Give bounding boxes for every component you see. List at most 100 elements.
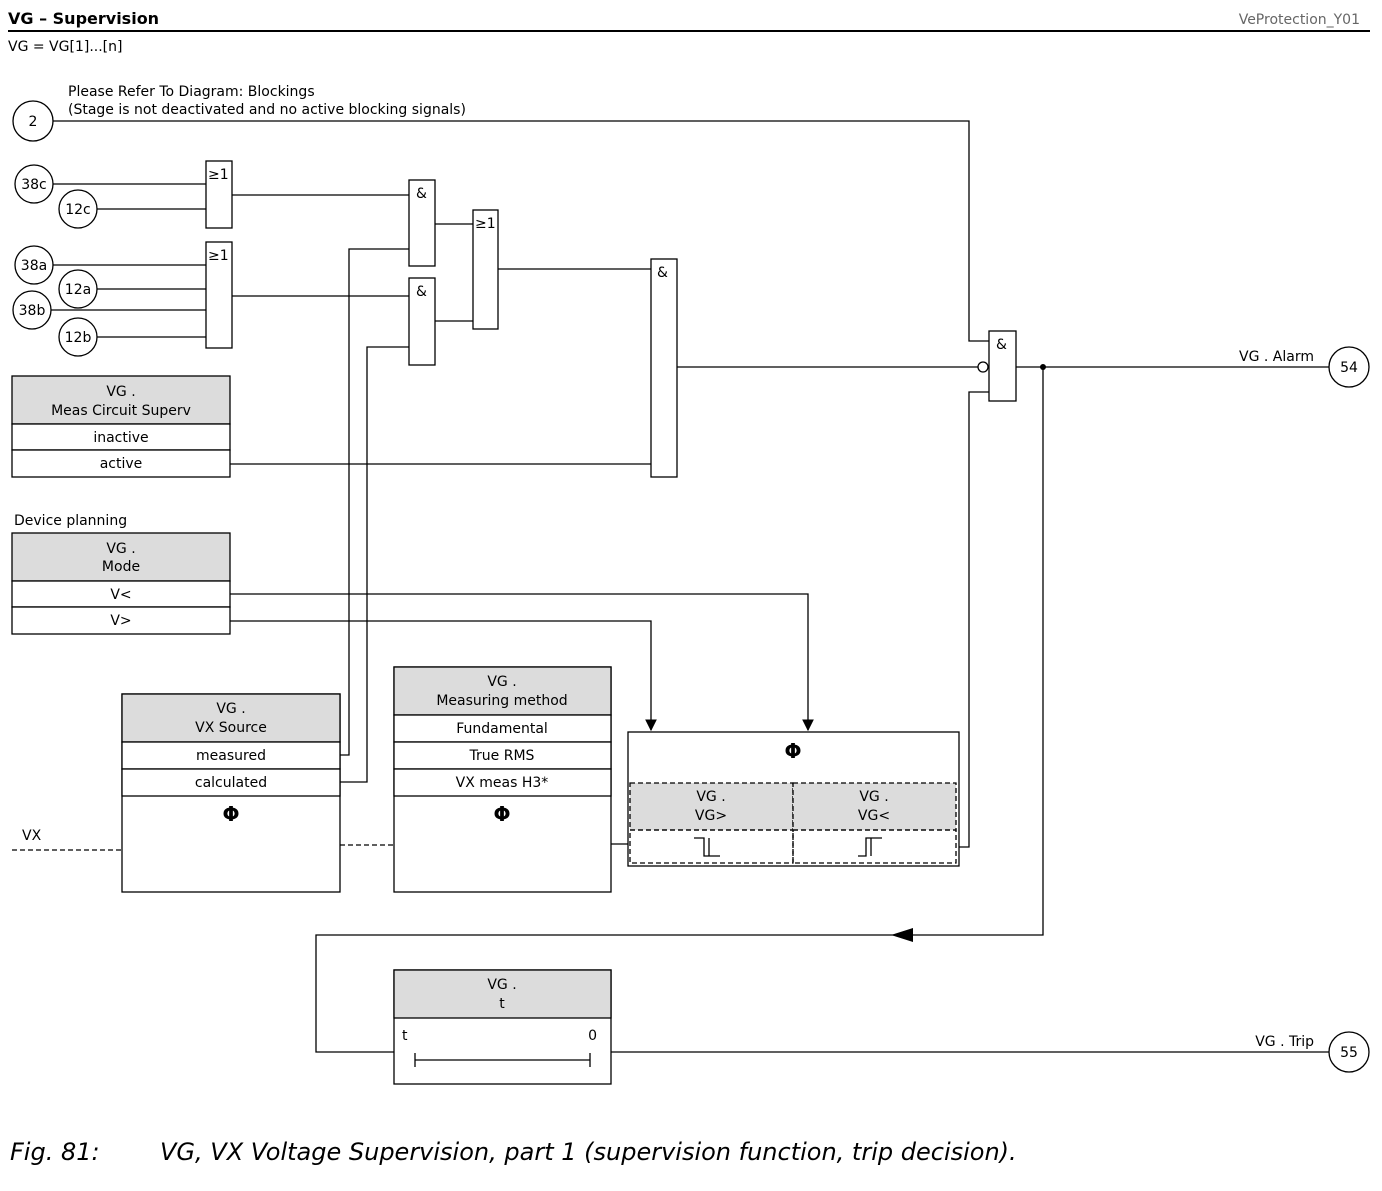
vx-source-header — [121, 693, 341, 743]
vx-source-title2: VX Source — [195, 720, 267, 736]
wire-measured-and1 — [340, 248, 409, 756]
threshold-under-header — [792, 782, 957, 831]
blocking-note-line1: Please Refer To Diagram: Blockings — [68, 84, 315, 100]
diagram-reference: VeProtection_Y01 — [1239, 12, 1360, 28]
and-gate-4 — [988, 330, 1017, 402]
meas-circuit-opt-inactive: inactive — [93, 430, 148, 446]
threshold-under-title2: VG< — [858, 808, 890, 824]
measuring-method-title1: VG . — [487, 674, 516, 690]
vx-source-row-calculated — [121, 768, 341, 797]
meas-circuit-row-inactive — [11, 423, 231, 451]
over-threshold-symbol — [694, 837, 720, 857]
measuring-method-title2: Measuring method — [436, 693, 567, 709]
timer-block: VG . t t 0 — [393, 969, 612, 1085]
caption-figure-number: Fig. 81: — [10, 1138, 100, 1166]
measuring-method-row-fundamental — [393, 714, 612, 743]
input-connectors: 38c 12c 38a 12a 38b 12b — [12, 164, 98, 357]
mode-header — [11, 532, 231, 582]
connector-12b-label: 12b — [65, 330, 92, 346]
and-gate-4-label: & — [996, 337, 1007, 353]
output-connectors: VG . Alarm 54 VG . Trip 55 — [1239, 346, 1370, 1073]
connector-38a-label: 38a — [21, 258, 47, 274]
threshold-over-cell — [629, 829, 794, 864]
timer-title2: t — [499, 996, 505, 1012]
threshold-over-title2: VG> — [695, 808, 727, 824]
connector-38b-label: 38b — [19, 303, 46, 319]
timer-zero-label: 0 — [588, 1028, 597, 1044]
vx-source-block: VG . VX Source measured calculated Φ — [121, 693, 341, 893]
header: VG – Supervision VeProtection_Y01 VG = V… — [8, 9, 1370, 55]
device-planning-table: Device planning VG . Mode V< V> — [11, 513, 231, 635]
measuring-method-opt-fundamental: Fundamental — [456, 721, 548, 737]
connector-38c-label: 38c — [21, 177, 47, 193]
vx-source-title1: VG . — [216, 701, 245, 717]
and-gate-2 — [408, 277, 436, 366]
timer-t-label: t — [402, 1028, 408, 1044]
blocking-section: Please Refer To Diagram: Blockings (Stag… — [12, 84, 466, 142]
and-gate-2-label: & — [416, 284, 427, 300]
feedback-arrow — [891, 928, 913, 942]
connector-2-label: 2 — [29, 114, 38, 130]
threshold-under-cell — [792, 829, 957, 864]
measuring-method-opt-truerms: True RMS — [469, 748, 535, 764]
or-gate-2-label: ≥1 — [208, 248, 229, 264]
or-gate-1 — [205, 160, 233, 229]
measuring-method-row-h3 — [393, 768, 612, 797]
vx-source-opt-measured: measured — [196, 748, 266, 764]
signal-wires — [12, 120, 1329, 1053]
timer-title1: VG . — [487, 977, 516, 993]
vx-source-row-measured — [121, 741, 341, 770]
figure-caption: Fig. 81: VG, VX Voltage Supervision, par… — [10, 1138, 1017, 1166]
inverter-bubble — [977, 361, 989, 373]
connector-12a-label: 12a — [65, 282, 91, 298]
measuring-method-header — [393, 666, 612, 716]
wire-feedback-timer — [315, 934, 893, 1053]
meas-circuit-title1: VG . — [106, 384, 135, 400]
vx-source-opt-calculated: calculated — [195, 775, 267, 791]
meas-circuit-opt-active: active — [100, 456, 143, 472]
connector-54-label: 54 — [1340, 360, 1358, 376]
threshold-over-header — [629, 782, 794, 831]
and-gate-3 — [650, 258, 678, 478]
threshold-under-title1: VG . — [859, 789, 888, 805]
wire-threshold-and4 — [959, 391, 989, 848]
connector-55-label: 55 — [1340, 1045, 1358, 1061]
trip-output-label: VG . Trip — [1255, 1034, 1314, 1050]
measuring-method-block: VG . Measuring method Fundamental True R… — [393, 666, 612, 893]
timer-delay-symbol — [414, 1053, 591, 1067]
mode-title2: Mode — [102, 559, 140, 575]
wire-calculated-and2 — [340, 346, 409, 783]
measuring-method-phi: Φ — [493, 802, 510, 826]
meas-circuit-header — [11, 375, 231, 425]
and-gate-1 — [408, 179, 436, 267]
or-gate-3-label: ≥1 — [475, 216, 496, 232]
wire-mode-over-threshold — [230, 620, 657, 732]
mode-opt-over: V> — [110, 613, 131, 629]
and-gate-3-label: & — [657, 265, 668, 281]
diagram-subtitle: VG = VG[1]...[n] — [8, 39, 122, 55]
wire-mode-under-threshold — [230, 593, 814, 732]
wire-blocking-to-and4 — [53, 120, 989, 342]
vx-label: VX — [22, 828, 42, 844]
meas-circuit-title2: Meas Circuit Superv — [51, 403, 191, 419]
caption-text: VG, VX Voltage Supervision, part 1 (supe… — [160, 1138, 1017, 1166]
threshold-block: Φ VG . VG> VG . VG< — [627, 731, 960, 867]
and-gate-1-label: & — [416, 186, 427, 202]
blocking-note-line2: (Stage is not deactivated and no active … — [68, 102, 466, 118]
mode-row-over — [11, 606, 231, 635]
alarm-output-label: VG . Alarm — [1239, 349, 1314, 365]
threshold-over-title1: VG . — [696, 789, 725, 805]
vx-source-phi: Φ — [222, 802, 239, 826]
mode-title1: VG . — [106, 541, 135, 557]
timer-header — [393, 969, 612, 1019]
connector-12c-label: 12c — [65, 202, 91, 218]
mode-opt-under: V< — [110, 587, 131, 603]
or-gate-2 — [205, 241, 233, 349]
logic-gates: ≥1 ≥1 & & ≥1 & & — [205, 160, 1017, 478]
threshold-phi: Φ — [784, 739, 801, 763]
meas-circuit-superv-table: VG . Meas Circuit Superv inactive active — [11, 375, 231, 478]
wire-alarm-feedback — [893, 367, 1044, 936]
diagram-title: VG – Supervision — [8, 9, 159, 28]
device-planning-label: Device planning — [14, 513, 127, 529]
